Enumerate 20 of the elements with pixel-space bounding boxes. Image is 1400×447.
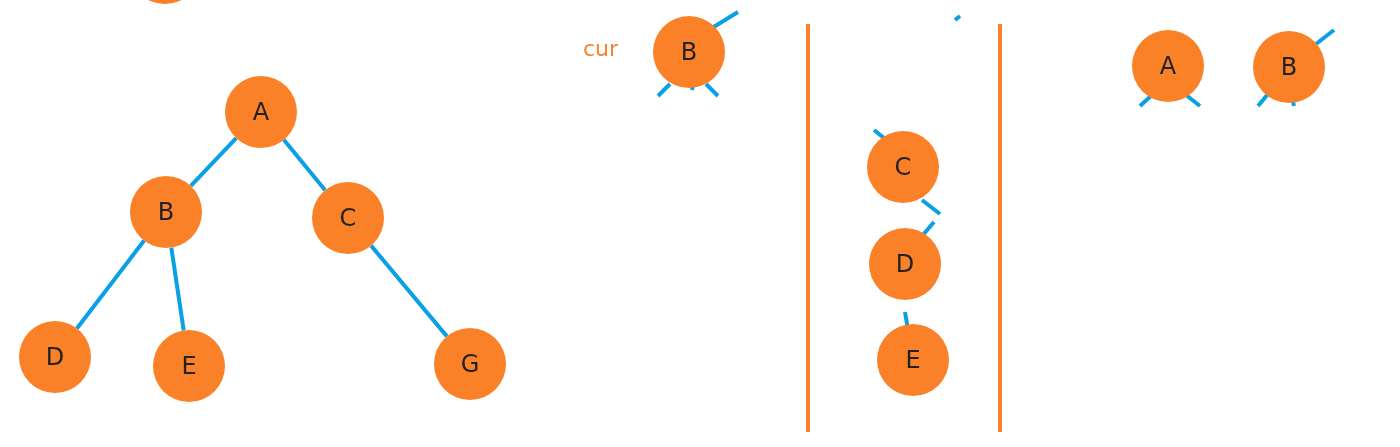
node-letter: E [181,352,197,380]
connector-line [369,244,449,338]
connector-line [189,136,238,188]
node-letter: E [905,346,921,374]
node-letter: A [1159,52,1177,80]
connector-line [169,247,186,331]
node-letter: C [894,153,912,181]
node-letter: B [1280,53,1298,81]
node-letter: B [680,38,698,66]
connector-line [282,138,327,192]
node-letter: A [252,98,270,126]
pointer-label: cur [583,36,619,61]
node-letter: D [895,250,915,278]
node-letter: C [339,204,357,232]
node-letter: D [45,343,65,371]
tree-node-circle [653,16,725,88]
connector-line [75,239,146,330]
node-letter: B [157,198,175,226]
tree-node-circle [130,176,202,248]
node-letter: G [460,350,480,378]
